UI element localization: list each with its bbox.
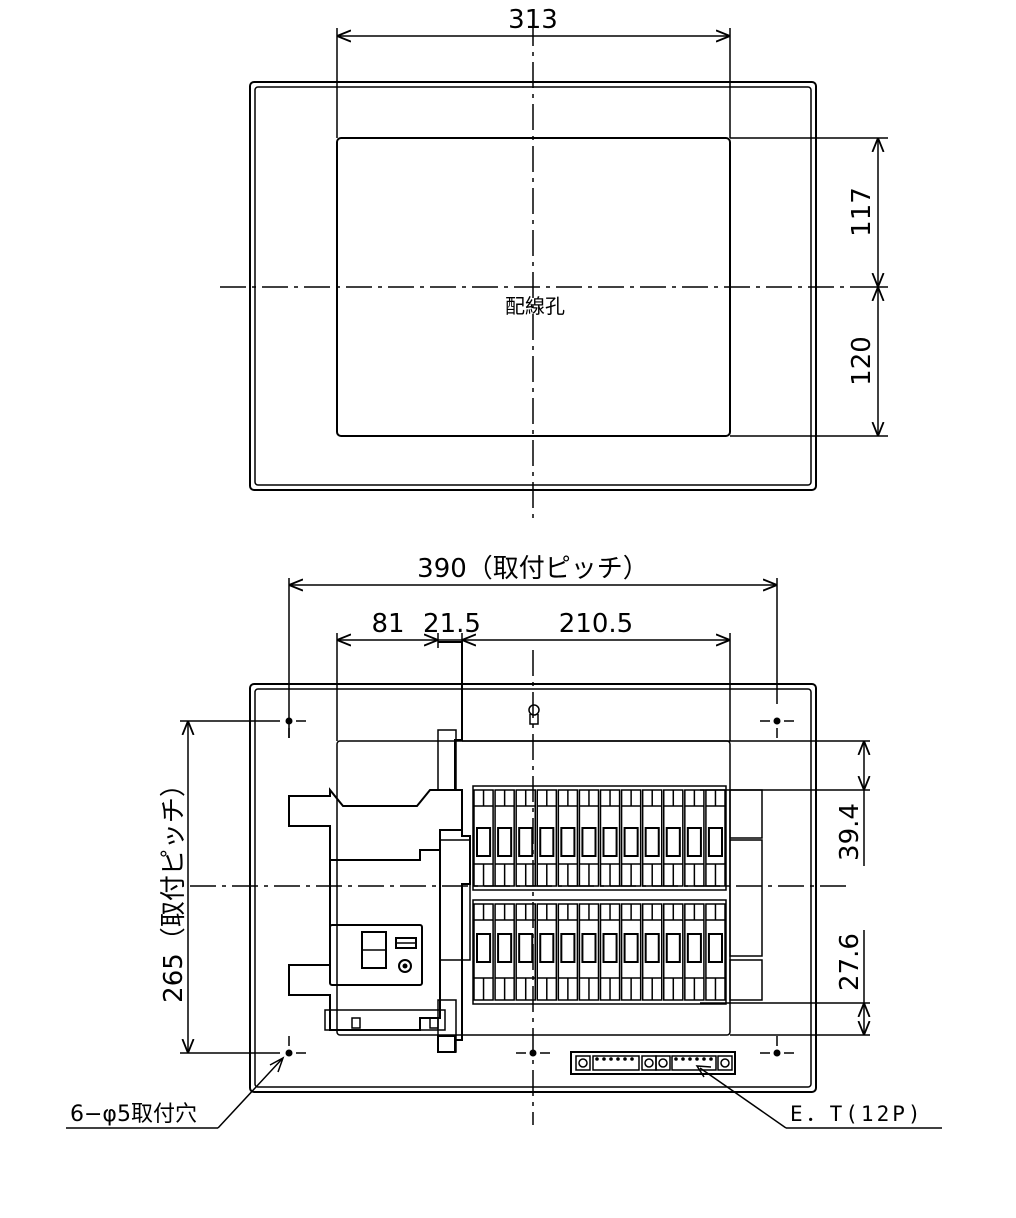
front-dim-27-6: 27.6 (835, 933, 865, 991)
branch-breaker (599, 789, 621, 887)
front-dim-210-5: 210.5 (559, 609, 633, 639)
terminal-screw (688, 1057, 692, 1061)
rail-spacer-mid (439, 839, 471, 961)
branch-breaker (578, 903, 600, 1001)
front-dim-390: 390（取付ピッチ） (417, 554, 649, 584)
branch-breaker (494, 789, 515, 887)
branch-breaker (494, 903, 515, 1001)
terminal-screw (681, 1057, 685, 1061)
branch-breaker (641, 903, 663, 1001)
branch-breaker (620, 903, 642, 1001)
top-view: 313 117 120 配線孔 (220, 5, 888, 522)
branch-breaker (620, 789, 642, 887)
wiring-hole-label: 配線孔 (505, 294, 565, 318)
branch-breakers (472, 785, 727, 1005)
mount-hole-leader-arrow (269, 1056, 285, 1073)
rail-block-top (437, 729, 457, 791)
top-dim-313: 313 (508, 5, 558, 35)
branch-breaker (705, 903, 726, 1001)
front-dim-81: 81 (371, 609, 404, 639)
branch-breaker (578, 789, 600, 887)
panel-ear-right-top (729, 789, 763, 839)
terminal-screw (630, 1057, 634, 1061)
panel-ear-right-bot (729, 959, 763, 1001)
mount-hole-leader-line (217, 1058, 283, 1129)
branch-breaker (473, 789, 494, 887)
branch-breaker (515, 789, 537, 887)
branch-breaker (663, 903, 684, 1001)
branch-breaker (663, 789, 684, 887)
breaker-row (472, 785, 727, 891)
mount-holes-label: 6−φ5取付穴 (70, 1102, 197, 1127)
branch-breaker (473, 903, 494, 1001)
base-clip-right (429, 1017, 439, 1029)
terminal-screw (595, 1057, 599, 1061)
branch-breaker (705, 789, 726, 887)
earth-terminal-block (570, 1051, 736, 1075)
top-dim-120: 120 (847, 336, 877, 386)
branch-breaker (557, 789, 579, 887)
mount-hole-icon (760, 1036, 794, 1057)
main-breaker-lower-body (288, 849, 441, 1031)
mount-hole-icon (516, 1049, 550, 1057)
base-clip-left (351, 1017, 361, 1029)
terminal-screw (702, 1057, 706, 1061)
keyhole-icon (528, 704, 540, 725)
rail-block-bottom (437, 999, 457, 1053)
branch-breaker (641, 789, 663, 887)
test-button-dot (402, 963, 408, 969)
front-dim-21-5: 21.5 (423, 609, 481, 639)
branch-breaker (536, 789, 558, 887)
mount-hole-icon (285, 1036, 306, 1057)
terminal-screw (623, 1057, 627, 1061)
terminal-screw (674, 1057, 678, 1061)
mount-holes (285, 717, 794, 1057)
terminal-screw (602, 1057, 606, 1061)
terminal-screw (616, 1057, 620, 1061)
front-view: 390（取付ピッチ） 81 21.5 210.5 39.4 27.6 265（取… (66, 554, 942, 1129)
et-label: E．T(12P) (790, 1102, 924, 1126)
terminal-screw (695, 1057, 699, 1061)
branch-breaker (515, 903, 537, 1001)
mount-hole-icon (760, 717, 794, 738)
main-breaker-housing (288, 787, 463, 861)
branch-breaker (536, 903, 558, 1001)
top-dim-117: 117 (847, 187, 877, 237)
main-breaker-face (329, 924, 423, 986)
panel-ear-right-mid (729, 839, 763, 957)
front-dim-39-4: 39.4 (835, 803, 865, 861)
branch-breaker (684, 903, 705, 1001)
breaker-row (472, 899, 727, 1005)
terminal-screw (609, 1057, 613, 1061)
branch-breaker (684, 789, 705, 887)
branch-breaker (557, 903, 579, 1001)
et-leader-line (699, 1067, 787, 1129)
et-leader-arrow (695, 1065, 712, 1078)
main-breaker-base (324, 1009, 446, 1031)
branch-breaker (599, 903, 621, 1001)
support-rail (437, 641, 471, 1053)
front-dim-265: 265（取付ピッチ） (159, 771, 189, 1003)
test-button-icon (398, 959, 412, 973)
terminal-screw (709, 1057, 713, 1061)
